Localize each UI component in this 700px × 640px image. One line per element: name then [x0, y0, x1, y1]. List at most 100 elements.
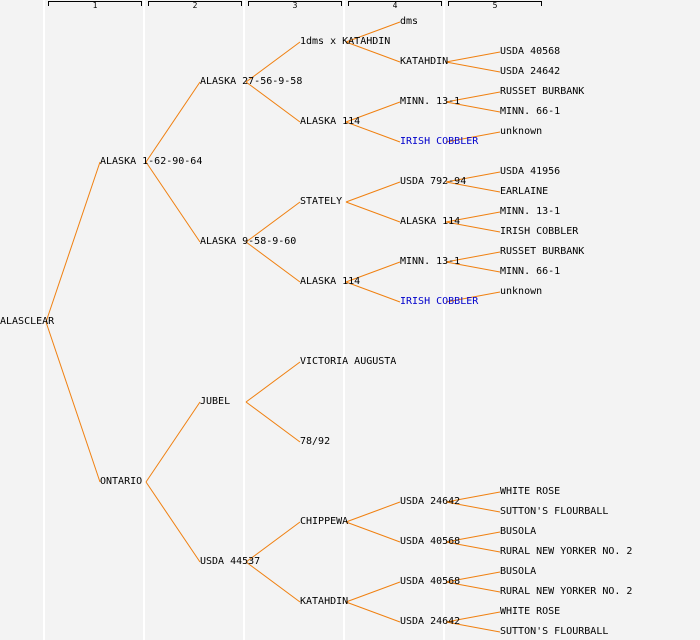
column-header-2: 2	[148, 0, 242, 10]
column-header-3: 3	[248, 0, 342, 10]
pedigree-node: IRISH COBBLER	[500, 226, 579, 237]
pedigree-edge	[245, 81, 301, 123]
column-bracket	[348, 1, 442, 6]
column-divider	[443, 0, 445, 640]
pedigree-node: WHITE ROSE	[500, 606, 561, 617]
pedigree-node: ALASKA 27-56-9-58	[200, 76, 303, 87]
pedigree-node: USDA 41956	[500, 166, 561, 177]
pedigree-edge	[45, 161, 101, 323]
pedigree-node: USDA 40568	[400, 536, 461, 547]
pedigree-edge	[445, 611, 501, 623]
pedigree-edge	[445, 101, 501, 113]
pedigree-node: SUTTON'S FLOURBALL	[500, 626, 609, 637]
pedigree-node: JUBEL	[200, 396, 231, 407]
pedigree-edge	[345, 281, 401, 303]
pedigree-node-link[interactable]: IRISH COBBLER	[400, 296, 479, 307]
pedigree-edge	[145, 401, 201, 483]
column-label: 1	[92, 1, 98, 10]
pedigree-edge	[245, 401, 301, 443]
pedigree-edge	[445, 541, 501, 553]
pedigree-edge	[345, 21, 401, 43]
pedigree-node: BUSOLA	[500, 566, 537, 577]
column-divider	[343, 0, 345, 640]
pedigree-edge	[245, 521, 301, 563]
column-divider	[143, 0, 145, 640]
pedigree-node: WHITE ROSE	[500, 486, 561, 497]
pedigree-node: ONTARIO	[100, 476, 143, 487]
pedigree-edge	[445, 491, 501, 503]
pedigree-edge	[445, 181, 501, 193]
pedigree-edge	[345, 121, 401, 143]
pedigree-edge	[445, 91, 501, 103]
pedigree-edge	[245, 201, 301, 243]
pedigree-edge	[245, 41, 301, 83]
pedigree-edge	[445, 261, 501, 273]
pedigree-edge	[245, 241, 301, 283]
pedigree-edge	[445, 621, 501, 633]
pedigree-edge	[345, 101, 401, 123]
pedigree-edge	[345, 261, 401, 283]
pedigree-node: ALASKA 1-62-90-64	[100, 156, 203, 167]
pedigree-node: USDA 40568	[400, 576, 461, 587]
pedigree-node: MINN. 13-1	[500, 206, 561, 217]
pedigree-edge	[445, 251, 501, 263]
pedigree-edge	[145, 481, 201, 563]
column-bracket	[248, 1, 342, 6]
pedigree-node: RUSSET BURBANK	[500, 246, 585, 257]
pedigree-edge	[145, 161, 201, 243]
pedigree-edge	[445, 531, 501, 543]
pedigree-node: EARLAINE	[500, 186, 549, 197]
pedigree-edge	[345, 521, 401, 543]
column-label: 5	[492, 1, 498, 10]
column-header-1: 1	[48, 0, 142, 10]
pedigree-node: USDA 40568	[500, 46, 561, 57]
pedigree-edge	[245, 361, 301, 403]
pedigree-node: USDA 24642	[400, 616, 461, 627]
pedigree-node: RURAL NEW YORKER NO. 2	[500, 586, 633, 597]
pedigree-node: MINN. 66-1	[500, 106, 561, 117]
pedigree-edge	[345, 181, 401, 203]
pedigree-edge	[445, 221, 501, 233]
pedigree-edge	[445, 501, 501, 513]
column-bracket	[48, 1, 142, 6]
pedigree-edge	[445, 211, 501, 223]
pedigree-node: USDA 24642	[500, 66, 561, 77]
pedigree-edge	[445, 291, 501, 303]
pedigree-node: KATAHDIN	[300, 596, 349, 607]
column-header-4: 4	[348, 0, 442, 10]
pedigree-node: ALASKA 114	[400, 216, 461, 227]
pedigree-node: ALASKA 9-58-9-60	[200, 236, 297, 247]
pedigree-node: MINN. 13-1	[400, 96, 461, 107]
pedigree-node: KATAHDIN	[400, 56, 449, 67]
column-label: 2	[192, 1, 198, 10]
pedigree-node: ALASCLEAR	[0, 316, 55, 327]
pedigree-edge	[345, 581, 401, 603]
pedigree-edge	[445, 51, 501, 63]
column-divider	[43, 0, 45, 640]
pedigree-node: MINN. 13-1	[400, 256, 461, 267]
pedigree-edge	[445, 171, 501, 183]
pedigree-edge	[145, 81, 201, 163]
pedigree-node: ALASKA 114	[300, 116, 361, 127]
pedigree-node: 78/92	[300, 436, 331, 447]
column-label: 4	[392, 1, 398, 10]
pedigree-edge	[45, 321, 101, 483]
pedigree-node-link[interactable]: IRISH COBBLER	[400, 136, 479, 147]
pedigree-node: CHIPPEWA	[300, 516, 349, 527]
pedigree-edge	[345, 501, 401, 523]
pedigree-edge	[345, 201, 401, 223]
pedigree-node: 1dms x KATAHDIN	[300, 36, 391, 47]
pedigree-node: USDA 44537	[200, 556, 261, 567]
pedigree-edge	[445, 571, 501, 583]
pedigree-node: dms	[400, 16, 419, 27]
column-bracket	[448, 1, 542, 6]
column-divider	[243, 0, 245, 640]
pedigree-node: unknown	[500, 126, 543, 137]
pedigree-node: USDA 24642	[400, 496, 461, 507]
column-header-5: 5	[448, 0, 542, 10]
pedigree-node: unknown	[500, 286, 543, 297]
pedigree-edge	[345, 601, 401, 623]
pedigree-node: SUTTON'S FLOURBALL	[500, 506, 609, 517]
pedigree-node: VICTORIA AUGUSTA	[300, 356, 397, 367]
